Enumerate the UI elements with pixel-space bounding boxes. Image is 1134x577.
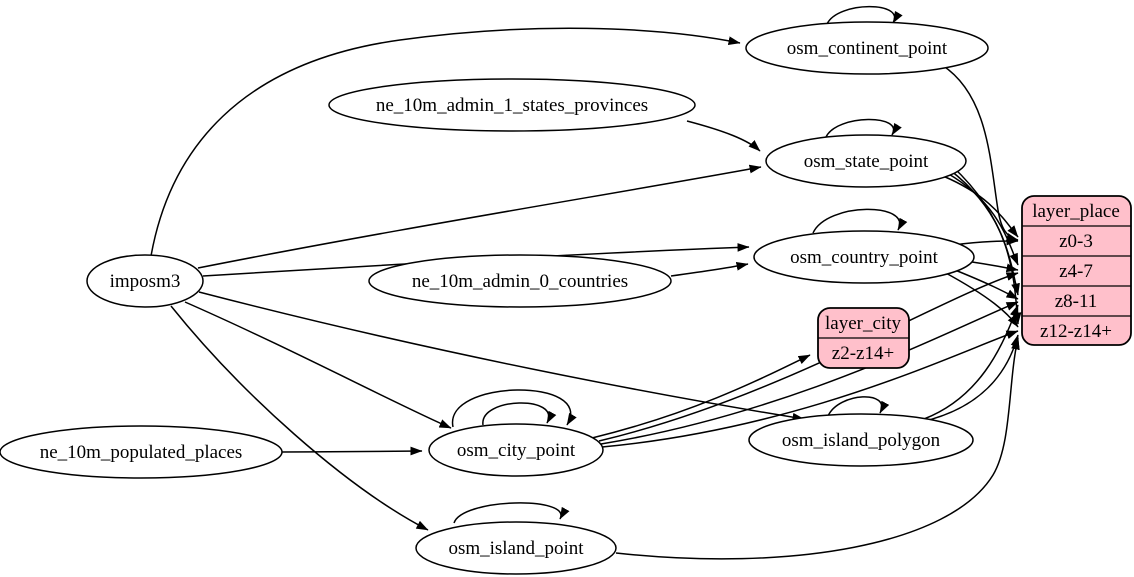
osm-island-polygon-label: osm_island_polygon bbox=[782, 430, 941, 451]
layer-place-row-z0-3: z0-3 bbox=[1059, 231, 1093, 252]
edge-continent-to-layer-place-z0-3 bbox=[941, 64, 1019, 242]
osm-continent-point-ellipse bbox=[745, 21, 989, 75]
layer-place-row-z8-11: z8-11 bbox=[1055, 291, 1098, 312]
ne-countries-label: ne_10m_admin_0_countries bbox=[412, 271, 628, 292]
ne-countries-ellipse bbox=[368, 254, 672, 308]
ne-places-label: ne_10m_populated_places bbox=[40, 442, 243, 463]
ne-places-ellipse bbox=[0, 425, 283, 479]
edge-city-to-layer-place-z4-7 bbox=[598, 272, 1019, 442]
osm-continent-point-label: osm_continent_point bbox=[787, 38, 948, 59]
edge-island-point-to-layer-place-z12-z14 bbox=[615, 337, 1020, 560]
edge-imposm3-to-osm-state-point bbox=[197, 164, 762, 269]
edge-ne-states-to-osm-state-point bbox=[686, 120, 761, 152]
self-loop-outer-osm-city-point bbox=[452, 389, 577, 428]
node-osm-city-point: osm_city_point bbox=[428, 423, 604, 477]
edge-imposm3-to-osm-island-point bbox=[170, 305, 429, 531]
node-osm-state-point: osm_state_point bbox=[765, 134, 967, 188]
self-loop-osm-continent-point bbox=[826, 5, 903, 25]
node-osm-continent-point: osm_continent_point bbox=[745, 21, 989, 75]
edge-state-to-layer-place-z0-3 bbox=[942, 175, 1019, 238]
node-osm-island-point: osm_island_point bbox=[415, 521, 617, 575]
edge-imposm3-to-osm-island-polygon bbox=[198, 291, 805, 422]
node-osm-country-point: osm_country_point bbox=[753, 230, 975, 284]
edge-island-polygon-to-layer-place-z8-11 bbox=[923, 304, 1019, 420]
edge-city-to-layer-city-z2-z14 bbox=[591, 354, 811, 439]
osm-island-point-label: osm_island_point bbox=[448, 538, 584, 559]
node-ne-10m-admin-0-countries: ne_10m_admin_0_countries bbox=[368, 254, 672, 308]
edge-ne-places-to-osm-city-point bbox=[281, 446, 423, 456]
node-layer-place: layer_place z0-3 z4-7 z8-11 z12-z14+ bbox=[1021, 195, 1132, 346]
osm-island-point-ellipse bbox=[415, 521, 617, 575]
edge-imposm3-to-osm-city-point bbox=[184, 301, 452, 429]
self-loop-osm-island-polygon bbox=[827, 396, 890, 417]
layer-city-title: layer_city bbox=[825, 313, 901, 334]
node-layer-city: layer_city z2-z14+ bbox=[817, 307, 910, 369]
edge-ne-countries-to-osm-country-point bbox=[670, 261, 749, 277]
ne-states-label: ne_10m_admin_1_states_provinces bbox=[376, 95, 648, 116]
self-loop-osm-country-point bbox=[812, 208, 908, 234]
layer-place-row-z4-7: z4-7 bbox=[1059, 261, 1093, 282]
osm-country-point-label: osm_country_point bbox=[790, 247, 938, 268]
edge-city-to-layer-place-z8-11 bbox=[600, 301, 1019, 445]
node-osm-island-polygon: osm_island_polygon bbox=[748, 413, 974, 467]
osm-country-point-ellipse bbox=[753, 230, 975, 284]
edges bbox=[150, 5, 1022, 560]
osm-city-point-label: osm_city_point bbox=[457, 440, 576, 461]
node-ne-10m-admin-1-states-provinces: ne_10m_admin_1_states_provinces bbox=[328, 78, 696, 132]
edge-city-to-layer-place-z12-z14 bbox=[601, 330, 1019, 448]
layer-place-title: layer_place bbox=[1032, 201, 1120, 222]
self-loop-osm-state-point bbox=[825, 118, 902, 138]
osm-city-point-ellipse bbox=[428, 423, 604, 477]
osm-state-point-ellipse bbox=[765, 134, 967, 188]
self-loop-osm-island-point bbox=[453, 502, 570, 524]
ne-states-ellipse bbox=[328, 78, 696, 132]
osm-state-point-label: osm_state_point bbox=[804, 151, 929, 172]
layer-place-box bbox=[1021, 195, 1132, 346]
node-ne-10m-populated-places: ne_10m_populated_places bbox=[0, 425, 283, 479]
imposm3-ellipse bbox=[86, 254, 204, 308]
edge-island-polygon-to-layer-place-z12-z14 bbox=[920, 334, 1020, 423]
edge-country-to-layer-place-z8-11 bbox=[949, 267, 1019, 300]
edge-country-to-layer-place-z12-z14 bbox=[943, 271, 1019, 328]
layer-place-row-z12-z14: z12-z14+ bbox=[1040, 321, 1112, 342]
node-imposm3: imposm3 bbox=[86, 254, 204, 308]
imposm3-label: imposm3 bbox=[110, 271, 181, 292]
layer-city-row-z2-z14: z2-z14+ bbox=[832, 343, 894, 364]
self-loop-inner-osm-city-point bbox=[482, 402, 557, 426]
edge-state-to-layer-place-z4-7 bbox=[946, 172, 1019, 266]
osm-island-polygon-ellipse bbox=[748, 413, 974, 467]
edge-imposm3-to-osm-continent-point bbox=[150, 27, 741, 257]
